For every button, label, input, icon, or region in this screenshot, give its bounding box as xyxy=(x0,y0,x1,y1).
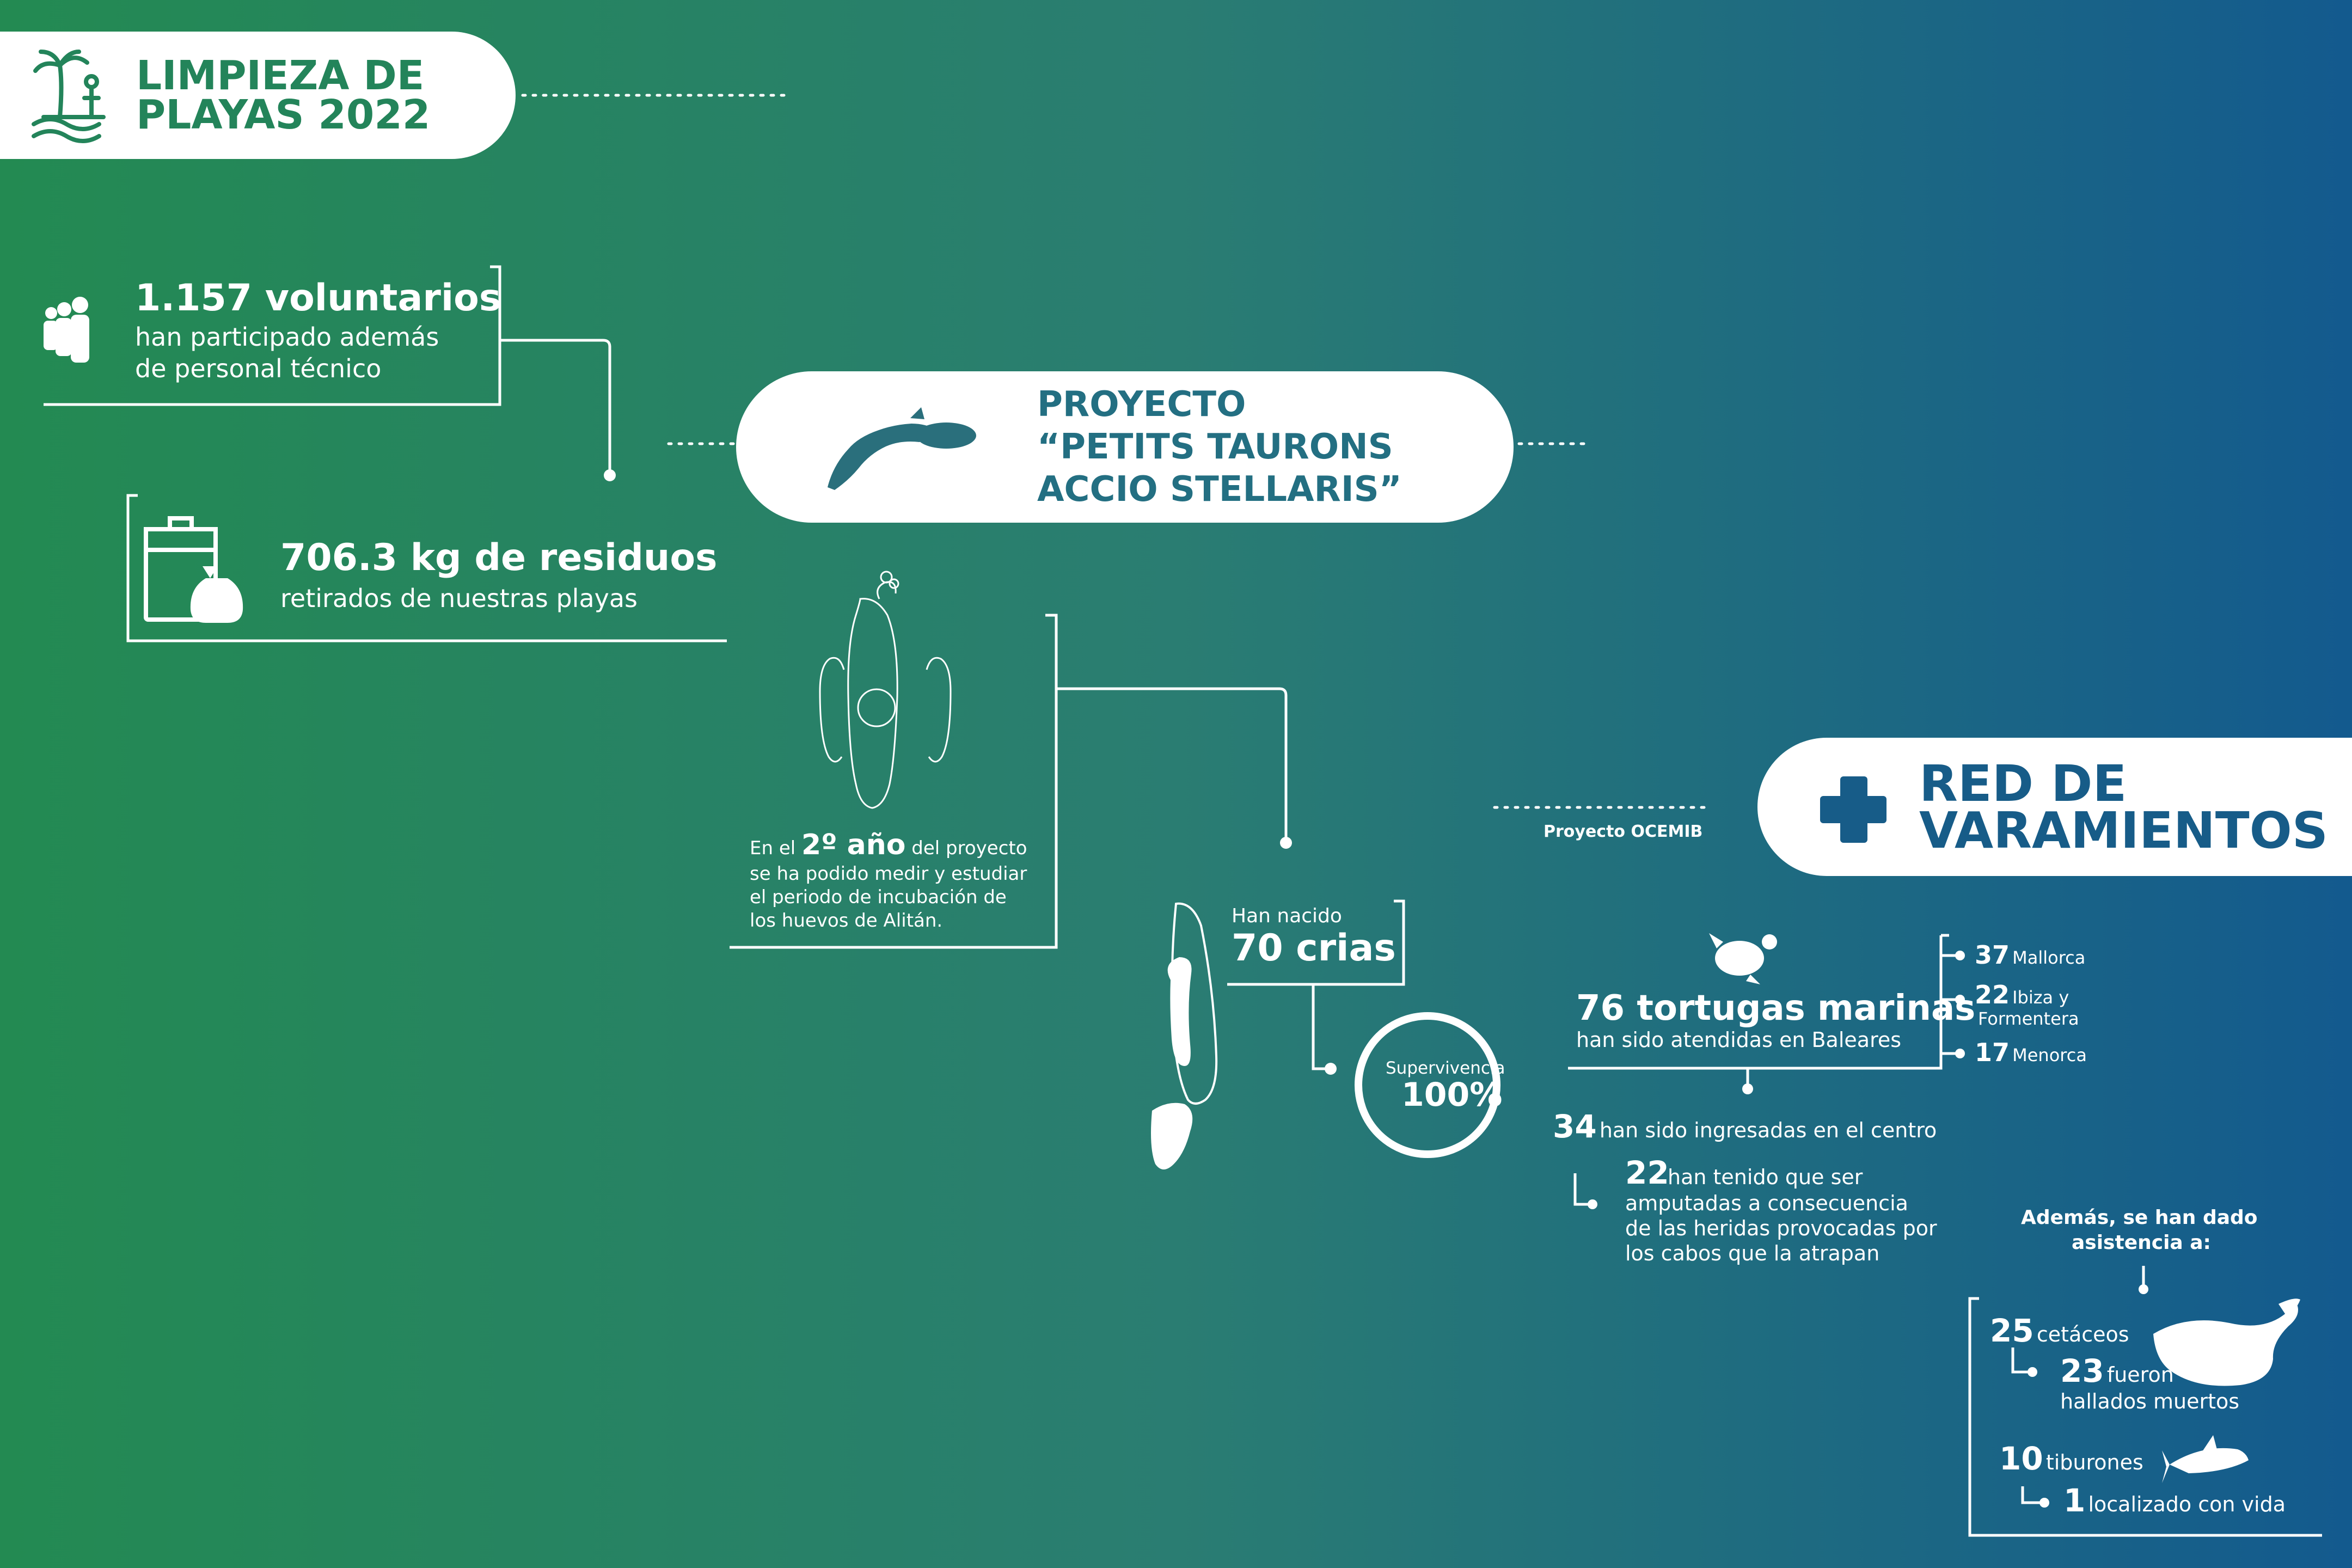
dead-line1: fueron xyxy=(2106,1363,2174,1387)
turtles-number: 76 tortugas marinas xyxy=(1576,988,1976,1028)
admitted-text: han sido ingresadas en el centro xyxy=(1599,1118,1937,1142)
amputated-line1: han tenido que ser xyxy=(1668,1165,1863,1189)
turtle-icon xyxy=(1709,933,1777,984)
island-menorca: 17 Menorca xyxy=(1975,1038,2087,1067)
island-label: Mallorca xyxy=(2012,947,2086,968)
header-title-line1: LIMPIEZA DE xyxy=(136,52,425,99)
births-value: 70 crias xyxy=(1232,927,1396,970)
turtles-line1: han sido atendidas en Baleares xyxy=(1576,1028,1902,1052)
sharks-alive: 1 localizado con vida xyxy=(2063,1482,2286,1519)
sharks-label: tiburones xyxy=(2045,1450,2143,1474)
cetaceans-label: cetáceos xyxy=(2036,1322,2129,1346)
volunteers-line1: han participado además xyxy=(135,322,439,352)
turtles-admitted: 34 han sido ingresadas en el centro xyxy=(1553,1108,1937,1145)
stranding-pill xyxy=(1757,738,2352,876)
waste-number: 706.3 kg de residuos xyxy=(280,536,718,579)
volunteers-line2: de personal técnico xyxy=(135,354,382,383)
island-ibiza-label2: Formentera xyxy=(1978,1008,2079,1029)
alive-value: 1 xyxy=(2063,1482,2086,1519)
stranding-title-line1: RED DE xyxy=(1919,755,2127,813)
cetaceans: 25 cetáceos xyxy=(1990,1312,2129,1349)
incubation-line3: el periodo de incubación de xyxy=(750,886,1007,908)
survival-ring xyxy=(1355,1012,1500,1158)
shark-small-icon xyxy=(2162,1435,2249,1483)
stranding-title-line2: VARAMIENTOS xyxy=(1919,801,2329,860)
trash-bag-icon xyxy=(144,516,243,623)
dead-value: 23 xyxy=(2060,1352,2104,1389)
incubation-line2: se ha podido medir y estudiar xyxy=(750,863,1027,885)
baby-shark-body xyxy=(1151,957,1193,1169)
island-value: 17 xyxy=(1975,1038,2010,1067)
incubation-line4: los huevos de Alitán. xyxy=(750,910,943,932)
island-mallorca: 37 Mallorca xyxy=(1975,940,2085,970)
cetaceans-dead: 23 fueron xyxy=(2060,1352,2174,1389)
project-title-line3: ACCIO STELLARIS” xyxy=(1037,469,1402,510)
stranding-project-label: Proyecto OCEMIB xyxy=(1543,822,1703,841)
project-pill xyxy=(736,371,1514,523)
project-title-line1: PROYECTO xyxy=(1037,384,1246,425)
project-title-line2: “PETITS TAURONS xyxy=(1037,427,1393,467)
dead-line2: hallados muertos xyxy=(2060,1389,2240,1413)
amputated-line2: amputadas a consecuencia xyxy=(1625,1191,1908,1215)
assistance-title-line2: asistencia a: xyxy=(2072,1232,2211,1254)
island-value: 37 xyxy=(1975,940,2010,970)
whale-icon xyxy=(2153,1298,2300,1386)
admitted-value: 34 xyxy=(1553,1108,1597,1145)
header-title-line2: PLAYAS 2022 xyxy=(136,91,431,138)
people-icon xyxy=(44,297,89,363)
island-label: Menorca xyxy=(2012,1045,2087,1065)
island-ibiza: 22 Ibiza y xyxy=(1975,980,2069,1009)
assistance-title-line1: Además, se han dado xyxy=(2021,1206,2258,1229)
sharks-value: 10 xyxy=(1999,1440,2043,1477)
amputated-line3: de las heridas provocadas por xyxy=(1625,1216,1937,1240)
island-label: Ibiza y xyxy=(2012,987,2069,1008)
medical-cross-icon xyxy=(1820,776,1886,843)
survival-value: 100% xyxy=(1401,1076,1503,1114)
island-value: 22 xyxy=(1975,980,2010,1009)
incubation-line1: En el 2º año del proyecto xyxy=(750,829,1027,861)
births-label: Han nacido xyxy=(1232,905,1342,927)
cetaceans-value: 25 xyxy=(1990,1312,2034,1349)
waste-line1: retirados de nuestras playas xyxy=(280,584,638,613)
shark-egg-drawings xyxy=(819,571,952,809)
palm-island-icon xyxy=(32,50,106,143)
shark-icon xyxy=(828,407,976,490)
volunteers-number: 1.157 voluntarios xyxy=(135,277,501,320)
alive-label: localizado con vida xyxy=(2088,1492,2286,1516)
incubation-highlight: 2º año xyxy=(801,829,906,861)
sharks: 10 tiburones xyxy=(1999,1440,2143,1477)
amputated-value: 22 xyxy=(1625,1154,1669,1191)
header-pill xyxy=(0,32,516,159)
incubation-suffix: del proyecto xyxy=(911,837,1027,859)
survival-label: Supervivencia xyxy=(1386,1058,1505,1078)
incubation-prefix: En el xyxy=(750,837,796,859)
amputated-line4: los cabos que la atrapan xyxy=(1625,1241,1880,1265)
